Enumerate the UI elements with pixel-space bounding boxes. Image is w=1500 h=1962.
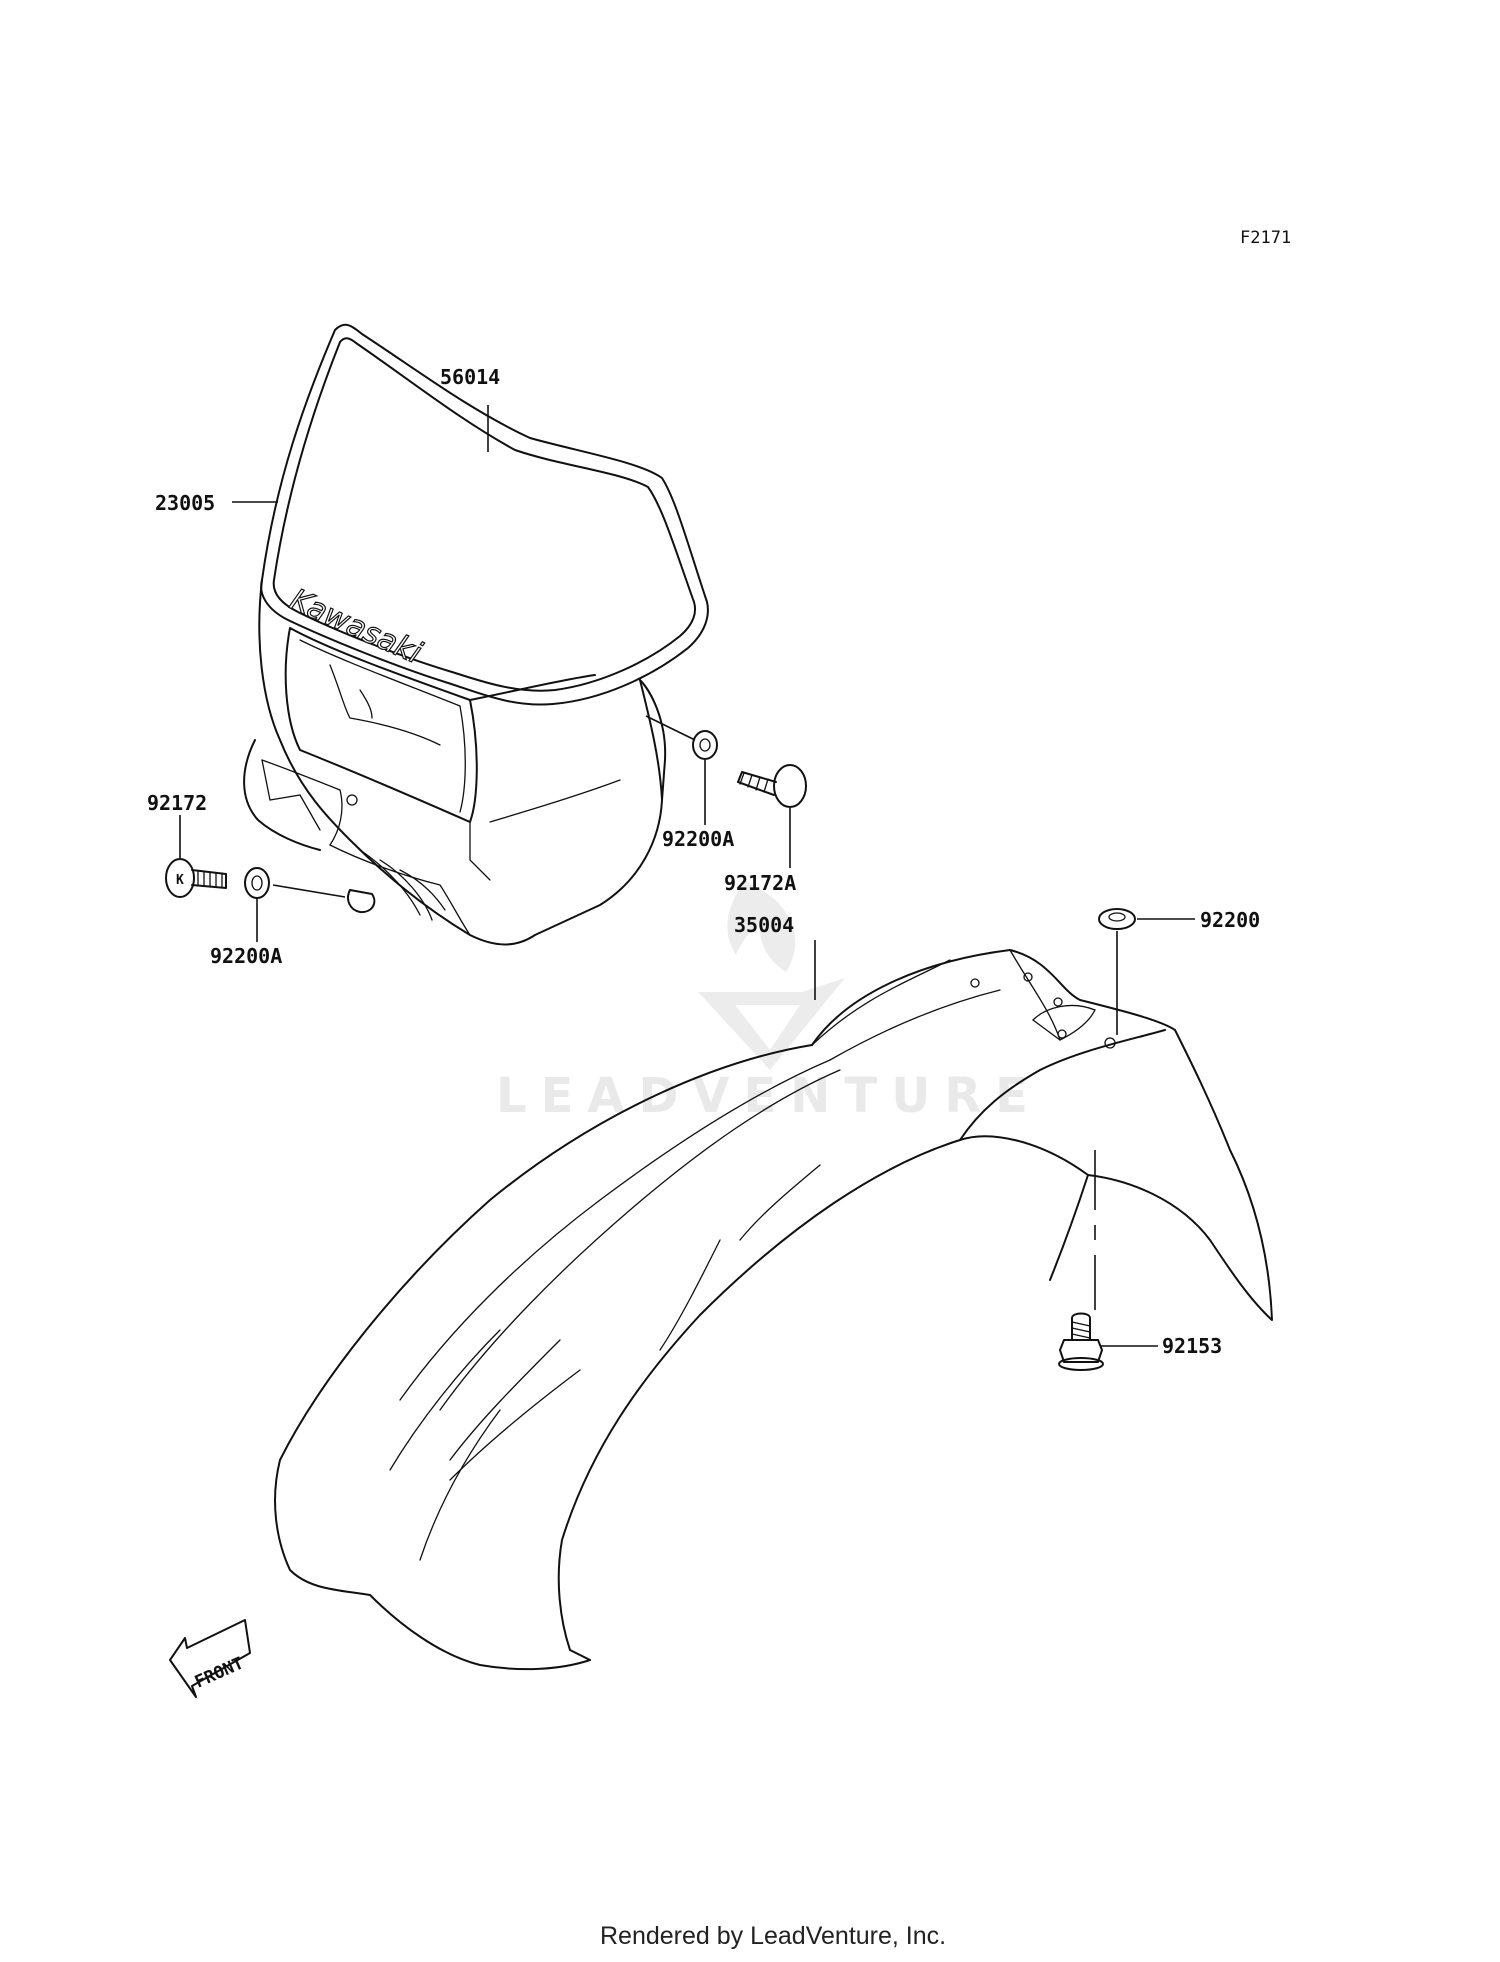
footer-credit: Rendered by LeadVenture, Inc. (600, 1922, 946, 1950)
watermark-text: LEADVENTURE (496, 1068, 1042, 1124)
label-92172a: 92172A (724, 871, 796, 895)
bolt-right (737, 764, 807, 808)
label-92200a-left: 92200A (210, 944, 282, 968)
leadventure-watermark: LEADVENTURE (496, 880, 1042, 1124)
front-direction-arrow: FRONT (169, 1619, 251, 1698)
part-labels: 56014 23005 92172 92200A 92200A 92172A 3… (147, 365, 1260, 1358)
front-fender (274, 949, 1273, 1671)
flange-bolt (1058, 1312, 1104, 1371)
label-92200: 92200 (1200, 908, 1260, 932)
figure-code: F2171 (1240, 228, 1291, 248)
label-56014: 56014 (440, 365, 500, 389)
bolt-left: K (165, 858, 227, 898)
svg-text:K: K (176, 873, 184, 888)
label-23005: 23005 (155, 491, 215, 515)
grommet (1098, 908, 1136, 930)
collar-left (244, 867, 270, 899)
label-92200a-right: 92200A (662, 827, 734, 851)
headlight-number-plate: Kawasaki (243, 323, 709, 946)
front-label: FRONT (192, 1653, 247, 1692)
label-92153: 92153 (1162, 1334, 1222, 1358)
collar-right (692, 730, 718, 760)
leader-lines (179, 405, 1195, 1347)
label-35004: 35004 (734, 913, 794, 937)
label-92172: 92172 (147, 791, 207, 815)
